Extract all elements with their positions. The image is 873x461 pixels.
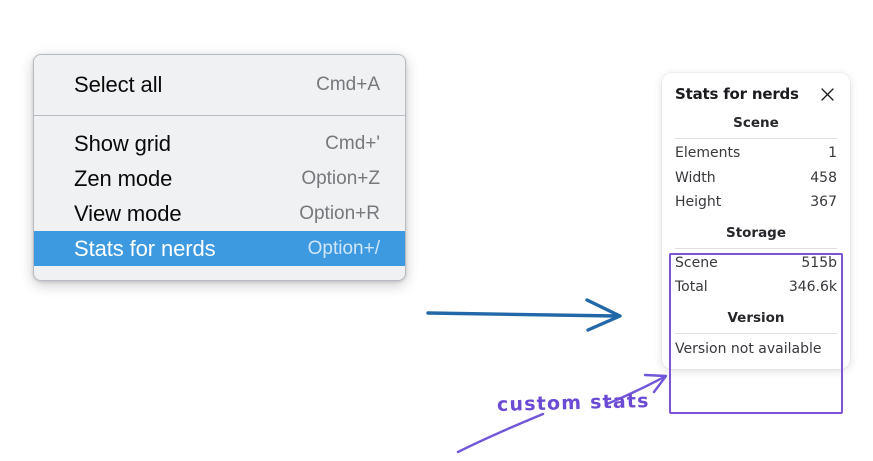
menu-item-shortcut: Option+R <box>299 202 380 224</box>
context-menu[interactable]: Select all Cmd+A Show grid Cmd+' Zen mod… <box>33 54 406 281</box>
menu-item-shortcut: Cmd+' <box>325 132 380 154</box>
section-divider <box>675 138 837 139</box>
menu-item-label: View mode <box>74 200 182 226</box>
menu-item-shortcut: Option+/ <box>307 237 380 259</box>
stats-for-nerds-panel: Stats for nerds Scene Elements 1 Width 4… <box>662 73 850 369</box>
custom-stats-annotation-label: custom stats <box>496 390 650 416</box>
section-divider <box>675 332 837 334</box>
version-not-available-text: Version not available <box>675 340 822 357</box>
stat-label: Height <box>675 194 722 210</box>
close-icon[interactable] <box>818 85 836 103</box>
stat-value: 1 <box>828 145 837 161</box>
stat-label: Scene <box>675 254 718 271</box>
stat-row-height: Height 367 <box>675 190 837 215</box>
menu-item-show-grid[interactable]: Show grid Cmd+' <box>34 126 405 161</box>
stat-label: Width <box>675 169 716 186</box>
menu-item-select-all[interactable]: Select all Cmd+A <box>34 67 405 102</box>
menu-item-stats-for-nerds[interactable]: Stats for nerds Option+/ <box>34 231 405 266</box>
menu-item-shortcut: Cmd+A <box>316 73 380 95</box>
menu-item-label: Show grid <box>74 130 171 156</box>
stat-label: Total <box>675 279 708 295</box>
stat-label: Elements <box>675 145 741 161</box>
stat-row-storage-total: Total 346.6k <box>675 275 837 300</box>
menu-item-label: Zen mode <box>74 165 173 191</box>
menu-item-zen-mode[interactable]: Zen mode Option+Z <box>34 161 405 196</box>
stat-row-storage-scene: Scene 515b <box>675 251 837 276</box>
menu-item-shortcut: Option+Z <box>301 167 380 189</box>
stats-panel-title: Stats for nerds <box>675 85 799 103</box>
stat-value: 458 <box>810 169 837 186</box>
stats-panel-body: Scene Elements 1 Width 458 Height 367 St… <box>662 105 850 359</box>
menu-separator <box>34 115 405 116</box>
stat-value: 346.6k <box>788 279 837 295</box>
underline-stroke-icon <box>456 412 545 454</box>
stat-value: 367 <box>810 194 837 210</box>
arrow-right-icon <box>426 298 622 332</box>
section-title-version: Version <box>727 309 785 326</box>
section-divider <box>675 247 837 249</box>
stat-row-elements: Elements 1 <box>675 141 837 166</box>
menu-item-label: Select all <box>74 71 163 97</box>
stats-panel-header: Stats for nerds <box>662 81 850 105</box>
stat-row-width: Width 458 <box>675 166 837 191</box>
menu-group-2: Show grid Cmd+' Zen mode Option+Z View m… <box>34 116 405 280</box>
menu-group-1: Select all Cmd+A <box>34 55 405 115</box>
stat-value: 515b <box>801 254 837 271</box>
menu-item-label: Stats for nerds <box>74 235 216 261</box>
section-title-scene: Scene <box>733 115 779 131</box>
section-title-storage: Storage <box>725 224 787 241</box>
menu-item-view-mode[interactable]: View mode Option+R <box>34 196 405 231</box>
